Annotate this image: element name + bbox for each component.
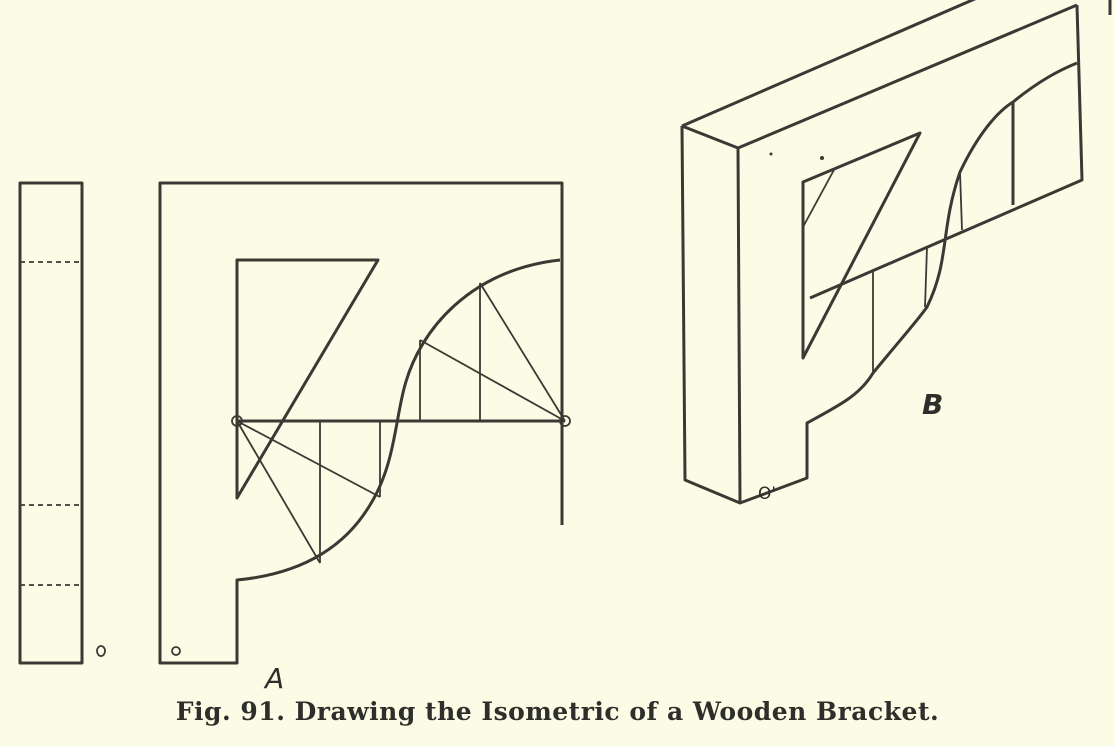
triangular-opening (801, 131, 922, 360)
construction-line (924, 246, 928, 308)
bracket-outline (158, 181, 564, 665)
dot (820, 156, 824, 160)
point-o-prime: O' (758, 484, 777, 504)
construction-line (236, 420, 321, 564)
isometric-view-b (680, 0, 1112, 505)
construction-line (236, 420, 381, 498)
bracket-outline (680, 0, 1084, 505)
center-point (559, 415, 571, 427)
label-a: A (265, 662, 285, 695)
label-b: B (922, 388, 944, 421)
center-point (231, 415, 243, 427)
construction-line (419, 339, 566, 422)
figure-caption: Fig. 91. Drawing the Isometric of a Wood… (175, 697, 940, 726)
construction-line (479, 282, 566, 422)
triangular-opening (235, 258, 380, 500)
side-view-outline (18, 181, 84, 665)
point-o (96, 645, 106, 657)
dot (769, 152, 773, 156)
construction-line (959, 171, 963, 231)
front-view-a (158, 181, 571, 665)
point-o (171, 646, 181, 656)
side-view (18, 181, 106, 665)
construction-line (802, 167, 836, 228)
